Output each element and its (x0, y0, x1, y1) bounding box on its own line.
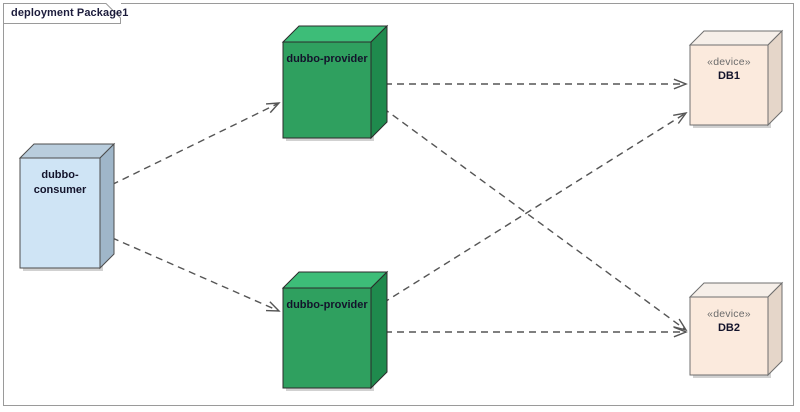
node-DB2[interactable]: «device»DB2 (688, 281, 786, 379)
node-shape-dubbo-consumer (18, 142, 116, 271)
frame-title: deployment Package1 (11, 7, 129, 19)
frame-tab-shape (3, 3, 121, 24)
node-shape-dubbo-provider-2 (281, 270, 389, 391)
node-dubbo-provider-2[interactable]: dubbo-provider (281, 270, 391, 392)
node-shape-dubbo-provider-1 (281, 24, 389, 141)
uml-frame (3, 3, 794, 406)
uml-frame-tab: deployment Package1 (3, 3, 128, 24)
node-shape-DB1 (688, 29, 784, 128)
node-DB1[interactable]: «device»DB1 (688, 29, 786, 129)
node-shape-DB2 (688, 281, 784, 378)
node-dubbo-consumer[interactable]: dubbo- consumer (18, 142, 118, 272)
node-dubbo-provider-1[interactable]: dubbo-provider (281, 24, 391, 142)
